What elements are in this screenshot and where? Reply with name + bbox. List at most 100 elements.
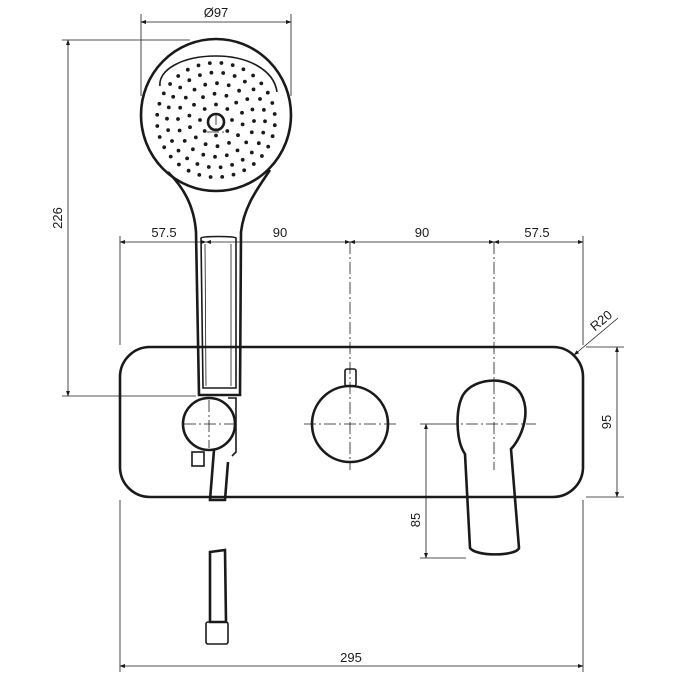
nozzle-dot xyxy=(157,135,162,139)
nozzle-dot xyxy=(196,63,201,68)
nozzle-dot xyxy=(215,144,220,149)
nozzle-dot xyxy=(206,165,211,169)
hose-fragment xyxy=(205,548,229,645)
nozzle-dot xyxy=(235,148,240,153)
nozzle-dot xyxy=(202,129,207,133)
nozzle-dot xyxy=(161,91,166,96)
nozzle-dot xyxy=(262,108,266,112)
dim-total-height-label: 226 xyxy=(50,207,65,229)
nozzle-dot xyxy=(203,142,208,147)
dim-spacing-3-label: 90 xyxy=(415,225,429,240)
nozzle-dot xyxy=(266,144,271,149)
nozzle-dot xyxy=(270,101,275,105)
nozzle-dot xyxy=(202,107,207,111)
nozzle-dot xyxy=(203,82,208,87)
nozzle-dot xyxy=(225,129,230,133)
nozzle-dot xyxy=(208,175,213,179)
nozzle-dot xyxy=(178,105,183,110)
nozzle-dot xyxy=(243,79,247,84)
dim-spout-drop: 85 xyxy=(408,423,466,559)
nozzle-dot xyxy=(201,152,206,157)
nozzle-dot xyxy=(258,97,262,101)
dim-horizontal-spacings: 57.5 90 90 57.5 xyxy=(119,225,584,345)
nozzle-dot xyxy=(221,71,226,75)
nozzle-dot xyxy=(241,67,246,72)
nozzle-dot xyxy=(251,87,256,92)
shower-handle xyxy=(167,169,272,397)
nozzle-dot xyxy=(195,162,200,166)
nozzle-dot xyxy=(242,168,247,173)
nozzle-dot xyxy=(240,157,245,162)
nozzle-dot xyxy=(198,73,202,77)
dim-total-width: 295 xyxy=(119,500,584,672)
nozzle-dot xyxy=(236,133,240,138)
nozzle-dot xyxy=(198,118,202,122)
nozzle-dot xyxy=(230,63,235,67)
nozzle-dot xyxy=(191,147,195,152)
nozzle-dot xyxy=(261,130,266,135)
nozzle-dot xyxy=(227,141,231,145)
nozzle-dot xyxy=(230,118,234,122)
nozzle-dot xyxy=(207,61,212,65)
nozzle-dot xyxy=(157,101,162,106)
nozzle-dot xyxy=(155,112,160,117)
nozzle-dot xyxy=(250,107,255,112)
nozzle-dot xyxy=(249,150,254,155)
nozzle-dot xyxy=(177,162,181,167)
nozzle-dot xyxy=(192,102,196,107)
nozzle-dot xyxy=(168,154,173,159)
nozzle-dot xyxy=(263,119,267,124)
dim-head-diameter: Ø97 xyxy=(140,5,292,96)
nozzle-dot xyxy=(176,148,181,153)
nozzle-dot xyxy=(244,140,249,145)
nozzle-dot xyxy=(272,112,277,116)
nozzle-dot xyxy=(219,61,224,65)
dim-total-width-label: 295 xyxy=(340,650,362,665)
nozzle-dot xyxy=(188,125,192,130)
nozzle-dot xyxy=(166,105,171,110)
nozzle-dot xyxy=(270,134,275,139)
nozzle-dot xyxy=(155,124,160,128)
nozzle-dot xyxy=(234,100,239,105)
nozzle-dot xyxy=(231,172,236,177)
nozzle-dot xyxy=(183,95,188,100)
nozzle-dot xyxy=(237,88,242,93)
nozzle-dot xyxy=(218,165,223,170)
nozzle-dot xyxy=(213,154,217,159)
nozzle-dot xyxy=(212,91,217,96)
mixer-lever xyxy=(456,379,527,556)
nozzle-dot xyxy=(232,74,237,78)
nozzle-dot xyxy=(240,122,245,127)
nozzle-dot xyxy=(176,74,181,78)
nozzle-dot xyxy=(185,156,190,161)
nozzle-dot xyxy=(224,93,229,98)
nozzle-dot xyxy=(226,83,231,88)
nozzle-dot xyxy=(260,154,264,158)
nozzle-dot xyxy=(193,135,198,140)
shower-head xyxy=(139,37,293,193)
nozzle-dot xyxy=(166,128,171,133)
nozzle-dot xyxy=(192,87,197,92)
nozzle-dot xyxy=(215,81,219,86)
nozzle-dot xyxy=(249,130,254,135)
nozzle-dot xyxy=(162,145,167,150)
dim-total-height: 226 xyxy=(50,39,196,397)
nozzle-dot xyxy=(245,97,250,101)
nozzle-dot xyxy=(171,94,176,99)
nozzle-dot xyxy=(185,67,190,72)
nozzle-dot xyxy=(251,162,256,166)
dim-spacing-1-label: 57.5 xyxy=(151,225,176,240)
nozzle-dot xyxy=(256,141,261,146)
nozzle-dot xyxy=(178,85,183,90)
nozzle-dot xyxy=(201,95,205,99)
nozzle-dot xyxy=(182,139,187,143)
dim-plate-height-label: 95 xyxy=(599,415,614,429)
dim-head-diameter-label: Ø97 xyxy=(204,5,229,20)
nozzle-dot xyxy=(220,175,225,179)
nozzle-dot xyxy=(165,116,169,121)
nozzle-dot xyxy=(197,173,202,177)
dim-spacing-2-label: 90 xyxy=(273,225,287,240)
nozzle-dot xyxy=(177,128,182,133)
nozzle-dot xyxy=(272,123,277,128)
